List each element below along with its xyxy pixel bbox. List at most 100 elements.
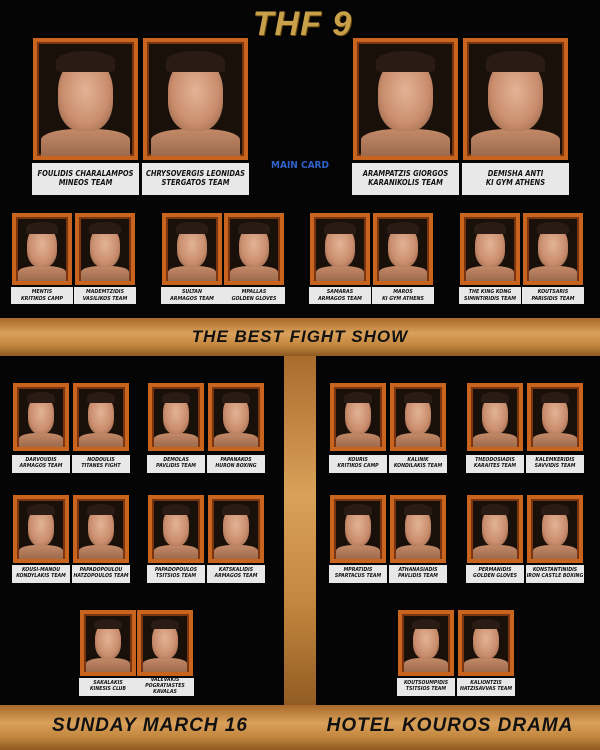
fighter-team: SIMINTIRIDIS TEAM <box>464 295 516 302</box>
fighter-name: KOUSI-MANOU <box>22 567 60 574</box>
fighter-team: KI GYM ATHENS <box>485 178 546 187</box>
fighter-photo <box>373 213 433 285</box>
fighter-team: PARISIDIS TEAM <box>531 295 575 302</box>
fighter-name: KALIONTZIS <box>470 680 502 687</box>
fighter-name: KONSTANTINIDIS <box>532 567 578 574</box>
fighter-photo <box>162 213 222 285</box>
event-venue: HOTEL KOUROS DRAMA <box>326 715 574 736</box>
fighter-photo <box>208 383 264 451</box>
thf-logo: THF 9 <box>252 5 353 43</box>
center-divider <box>284 350 316 710</box>
fighter-photo <box>527 383 583 451</box>
fighter-photo <box>12 213 72 285</box>
fighter-name: FOULIDIS CHARALAMPOS <box>37 169 134 179</box>
fighter-name: KALINIK <box>407 457 429 464</box>
fighter-team: KARAITES TEAM <box>473 463 517 469</box>
fighter-team: PAVLIDIS TEAM <box>398 573 438 579</box>
fighter-name: DEMISHA ANTI <box>487 169 544 179</box>
fighter-photo <box>75 213 135 285</box>
fighter-name: PERMANIDIS <box>478 567 512 574</box>
fighter-name: KATSKALIDIS <box>218 567 254 574</box>
fighter-team: SPARTACUS TEAM <box>334 573 382 579</box>
fighter-team: HATZOPOULOS TEAM <box>73 573 129 579</box>
fighter-photo <box>13 383 69 451</box>
fighter-team: MINEOS TEAM <box>58 178 113 187</box>
fighter-team: TSITSIOS TEAM <box>155 573 197 579</box>
fighter-name: KOUTSOUMPIDIS <box>403 680 449 687</box>
fighter-photo <box>13 495 69 563</box>
fighter-team: KONDILAKIS TEAM <box>393 463 443 469</box>
fighter-name: PAPADOPOULOU <box>79 567 123 574</box>
bottom-band <box>0 705 600 750</box>
fighter-name: NODOULIS <box>87 457 115 464</box>
fighter-team: KONDYLAKIS TEAM <box>16 573 66 579</box>
fighter-team: SAVVIDIS TEAM <box>534 463 576 469</box>
fighter-name: MENTIS <box>31 289 53 296</box>
fighter-photo <box>467 495 523 563</box>
fighter-photo <box>527 495 583 563</box>
fighter-team: STERGATOS TEAM <box>161 178 230 187</box>
fighter-name: PAPANAKOS <box>220 457 252 464</box>
fighter-team: ARMAGOS TEAM <box>214 573 258 579</box>
fighter-team: HURON BOXING <box>215 463 257 469</box>
fighter-team: POGRATIASTES KAVALAS <box>145 683 185 695</box>
fighter-team: GOLDEN GLOVES <box>473 573 517 579</box>
fighter-photo <box>148 495 204 563</box>
banner-band <box>0 318 600 356</box>
fighter-name: THEODOSIADIS <box>475 457 515 464</box>
fighter-photo <box>467 383 523 451</box>
fighter-name: DARVOUDIS <box>25 457 57 464</box>
fighter-team: IRON CASTLE BOXING <box>526 573 584 579</box>
fighter-name: THE KING KONG <box>468 289 512 296</box>
fighter-photo <box>310 213 370 285</box>
fighter-photo <box>224 213 284 285</box>
fighter-team: ARMAGOS TEAM <box>19 463 63 469</box>
fighter-name: SAMARAS <box>326 289 354 296</box>
fighter-team: TSITSIOS TEAM <box>405 686 447 692</box>
fighter-team: VASILIKOS TEAM <box>82 295 128 302</box>
fighter-name: CHRYSOVERGIS LEONIDAS <box>145 169 246 179</box>
fighter-photo <box>353 38 458 160</box>
fighter-name: MADEMTZIDIS <box>85 289 125 296</box>
fighter-team: KARANIKOLIS TEAM <box>368 178 443 187</box>
event-date: SUNDAY MARCH 16 <box>52 715 248 736</box>
fighter-photo <box>137 610 193 676</box>
fighter-photo <box>398 610 454 676</box>
fighter-name: ATHANASIADIS <box>398 567 438 574</box>
fighter-photo <box>33 38 138 160</box>
fighter-photo <box>80 610 136 676</box>
fighter-photo <box>330 383 386 451</box>
fighter-team: KI GYM ATHENS <box>382 295 424 302</box>
fighter-name: PAPADOPOULOS <box>154 567 198 574</box>
fighter-photo <box>73 495 129 563</box>
fighter-team: TITANES FIGHT <box>81 463 121 469</box>
fighter-name: MPRATIDIS <box>343 567 373 574</box>
fighter-photo <box>458 610 514 676</box>
fighter-team: ARMAGOS TEAM <box>170 295 214 302</box>
fighter-name: MPALLAS <box>241 289 267 296</box>
fighter-name: DEMOLAS <box>163 457 189 464</box>
fighter-photo <box>463 38 568 160</box>
banner-text: THE BEST FIGHT SHOW <box>191 327 409 346</box>
fighter-photo <box>460 213 520 285</box>
